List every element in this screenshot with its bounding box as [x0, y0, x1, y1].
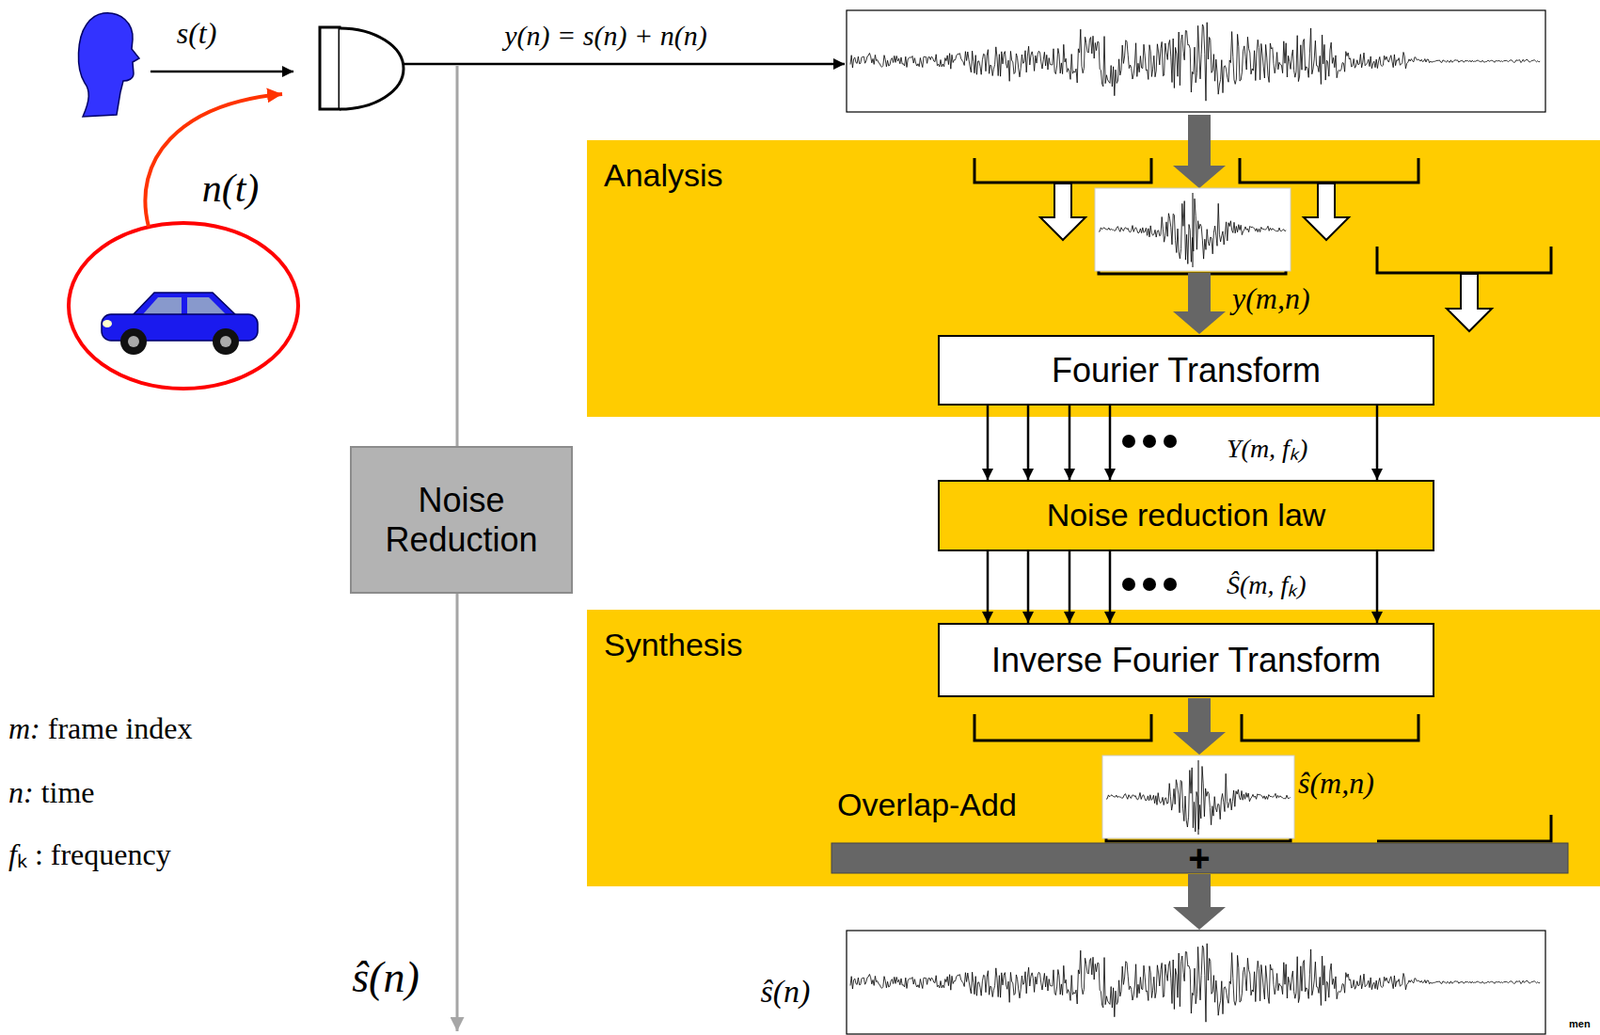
car-window: [142, 297, 182, 315]
flow-arrow: [1108, 405, 1112, 480]
box-label: Noise Reduction: [363, 480, 560, 559]
input-waveform: [850, 22, 1540, 101]
signal-label: ŝ(m,n): [1298, 765, 1375, 801]
process-box: Fourier Transform: [937, 334, 1435, 406]
watermark: men: [1568, 1017, 1591, 1030]
frame-arrow: [1303, 183, 1349, 240]
frame-snippet: [1094, 188, 1291, 271]
more-bins: [1122, 577, 1136, 591]
flow-arrow: [1172, 114, 1226, 189]
frame-snippet: [1102, 755, 1295, 839]
waveform-frame: [846, 10, 1546, 112]
signal-wire: [403, 63, 845, 66]
flow-arrow: [1376, 405, 1379, 480]
frame-bracket: [974, 158, 1152, 183]
band-fill: [586, 140, 1600, 417]
band-heading: Analysis: [603, 157, 724, 194]
legend-note: n: time: [8, 775, 96, 810]
output-label: ŝ(n): [760, 972, 811, 1010]
speech-arrow: [150, 70, 294, 74]
microphone-head: [339, 28, 404, 110]
legend-note: fₖ : frequency: [8, 837, 172, 872]
more-bins: [1142, 434, 1157, 448]
flow-arrow: [1172, 873, 1226, 930]
more-bins: [1142, 577, 1157, 591]
flow-arrow: [1068, 551, 1072, 623]
analysis-band: AnalysisFourier Transform: [586, 140, 1600, 417]
flow-arrow: [1068, 405, 1072, 480]
frame-bracket: [1377, 814, 1552, 841]
flow-arrow: [986, 551, 990, 623]
sum-symbol: +: [1188, 839, 1210, 877]
frame-bracket: [1241, 713, 1419, 741]
flow-arrow: [1172, 272, 1226, 334]
flow-arrow: [1027, 405, 1030, 480]
process-box: Inverse Fourier Transform: [937, 622, 1435, 698]
flow-arrow: [1376, 551, 1379, 623]
band-fill: [586, 609, 1600, 887]
label-layer: s(t) y(n) = s(n) + n(n) n(t) y(m,n) Y(m, fₖ)…: [0, 0, 1600, 483]
car-wheel: [120, 328, 147, 355]
box-label: Noise reduction law: [1046, 496, 1327, 534]
synthesis-band: SynthesisOverlap-Add Inverse Fourier Tran…: [586, 609, 1600, 887]
frame-bracket: [1239, 158, 1419, 183]
car-wheel: [212, 328, 239, 355]
car-window: [187, 297, 226, 315]
equation-label: y(n) = s(n) + n(n): [504, 19, 707, 53]
flow-arrow: [1172, 697, 1226, 755]
signal-label: s(t): [176, 15, 218, 51]
band-heading: Synthesis: [603, 626, 743, 664]
output-waveform: [850, 943, 1540, 1022]
more-bins: [1163, 577, 1177, 591]
car-cabin: [131, 292, 238, 317]
frame-centre: [1192, 192, 1194, 268]
flow-arrow: [986, 405, 990, 480]
output-label: ŝ(n): [351, 952, 420, 1003]
car-hub: [220, 335, 232, 348]
band-fills: [586, 140, 1600, 887]
speaker-head: [78, 13, 140, 117]
stage-label: Overlap-Add: [837, 786, 1017, 824]
law-box: Noise reduction law: [937, 479, 1435, 552]
box-label: Fourier Transform: [1051, 350, 1321, 390]
frame-arrow: [1040, 183, 1086, 240]
spectrum-label: Ŝ(m, fₖ): [1226, 570, 1307, 601]
car-light: [102, 319, 112, 328]
noise-reduction-box: Noise Reduction: [349, 445, 573, 594]
signal-label: y(m,n): [1232, 281, 1311, 317]
waveform-frame: [846, 930, 1546, 1034]
frame-centre: [1198, 760, 1200, 835]
car-hub: [127, 335, 140, 348]
noise-label: n(t): [202, 165, 260, 211]
more-bins: [1163, 434, 1177, 448]
spectrum-label: Y(m, fₖ): [1226, 433, 1308, 464]
flow-arrow: [1027, 551, 1030, 623]
frame-bracket: [1377, 246, 1552, 273]
microphone-body: [319, 27, 340, 110]
legend-note: m: frame index: [8, 711, 192, 746]
noise-path: [144, 94, 283, 227]
flow-arrow: [1108, 551, 1112, 623]
more-bins: [1122, 434, 1136, 448]
box-label: Inverse Fourier Transform: [991, 640, 1381, 680]
noise-source-ring: [68, 222, 299, 389]
car-icon: [101, 292, 258, 355]
frame-arrow: [1446, 273, 1492, 332]
frame-bracket: [974, 713, 1152, 741]
